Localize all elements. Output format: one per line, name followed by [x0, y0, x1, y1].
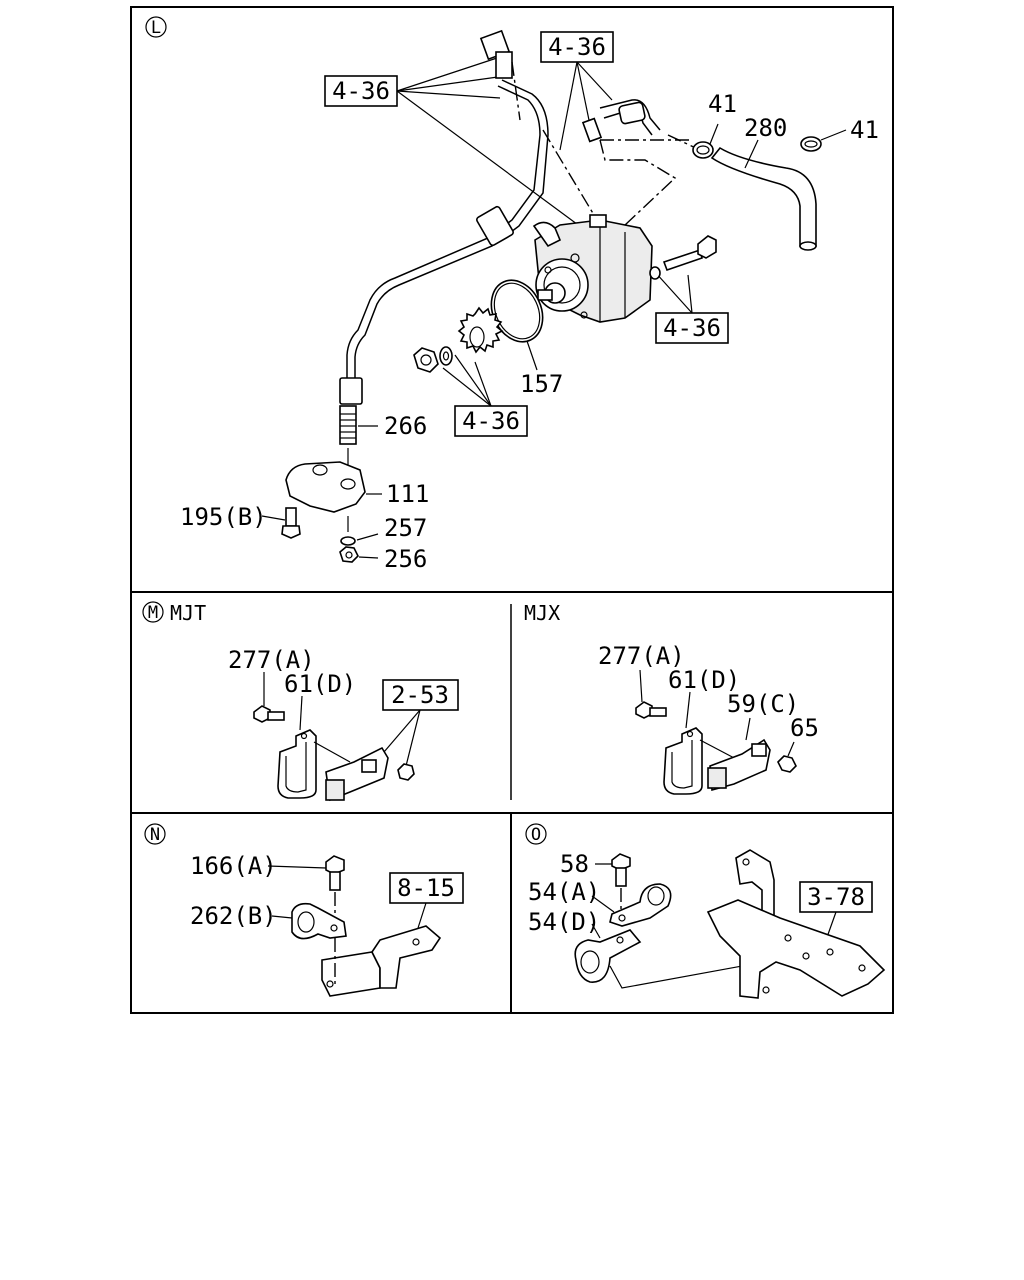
clip-54a: [591, 883, 672, 927]
panel-n: N 166(A) 262(B) 8-15: [144, 823, 464, 997]
diagram-frame: [130, 6, 894, 1014]
ref-label-top: 4-36: [548, 33, 606, 61]
label-61d-mjt: 61(D): [284, 670, 356, 698]
gear-washer: [439, 346, 453, 366]
ref-box-right: 4-36: [655, 312, 729, 344]
bolt-195b: 195(B): [180, 503, 301, 539]
ref-leaders: [396, 57, 693, 407]
label-59c: 59(C): [727, 690, 799, 718]
ref-box-top: 4-36: [540, 31, 614, 63]
washer-257: 257: [340, 514, 427, 546]
panel-l: L 4-36 4-36 4-36 4-36: [145, 16, 879, 573]
panel-o-letter: O: [531, 825, 541, 845]
bolt-277a-mjt: [253, 672, 285, 723]
ref-label-2-53: 2-53: [391, 681, 449, 709]
nut-65: [777, 741, 797, 773]
label-166a: 166(A): [190, 852, 277, 880]
label-257: 257: [384, 514, 427, 542]
bracket-mjt: [325, 746, 415, 802]
clamp-41-top: 41: [692, 90, 737, 159]
hose-280: 280: [710, 114, 817, 251]
label-54d: 54(D): [528, 908, 600, 936]
bracket-3-78: [706, 849, 886, 999]
assembly-dash-lines: [511, 61, 701, 226]
panel-m-mjx: MJX 277(A) 61(D) 59(C) 65: [524, 601, 819, 795]
bolt-58: [595, 853, 631, 912]
ref-label-bottom: 4-36: [462, 407, 520, 435]
label-58: 58: [560, 850, 589, 878]
label-65: 65: [790, 714, 819, 742]
injection-pump: [532, 214, 653, 323]
bracket-8-15: [321, 925, 442, 997]
drive-gear: [457, 306, 504, 354]
bolt-277a-mjx: [635, 669, 667, 719]
label-256: 256: [384, 545, 427, 573]
panel-n-marker: N: [144, 823, 166, 845]
label-41-right: 41: [850, 116, 879, 144]
clip-leader-line: [609, 961, 765, 989]
ref-box-bottom: 4-36: [454, 405, 528, 437]
label-266: 266: [384, 412, 427, 440]
panel-m-marker: M: [142, 601, 164, 623]
return-pipe: [581, 99, 661, 143]
bolt-166a: [267, 855, 345, 920]
panel-o-marker: O: [525, 823, 547, 845]
ref-box-8-15: 8-15: [389, 872, 464, 929]
panel-n-letter: N: [150, 825, 160, 845]
fuel-pipe: [339, 29, 549, 405]
label-280: 280: [744, 114, 787, 142]
label-277a-mjx: 277(A): [598, 642, 685, 670]
label-61d-mjx: 61(D): [668, 666, 740, 694]
clamp-41-right: 41: [800, 116, 879, 152]
label-54a: 54(A): [528, 878, 600, 906]
nut-256: 256: [339, 545, 427, 573]
panel-o: O 58 54(A) 54(D) 3-78: [525, 823, 886, 999]
panel-m-variant-mjt: MJT: [170, 601, 206, 625]
panel-l-marker: L: [145, 16, 167, 38]
clip-54d: [574, 923, 642, 983]
label-157: 157: [520, 370, 563, 398]
bracket-59c: [707, 717, 771, 792]
pump-stud: [649, 235, 717, 280]
label-262b: 262(B): [190, 902, 277, 930]
gear-nut: [413, 347, 439, 373]
bracket-111: 111: [285, 461, 429, 513]
label-195b: 195(B): [180, 503, 267, 531]
panel-l-letter: L: [151, 18, 161, 38]
label-41-top: 41: [708, 90, 737, 118]
ref-label-right: 4-36: [663, 314, 721, 342]
clip-61d-mjt: [277, 729, 351, 799]
ref-box-left: 4-36: [324, 75, 398, 107]
clip-262b: [271, 902, 347, 940]
clip-61d-mjx: [663, 727, 739, 795]
ref-box-3-78: 3-78: [799, 881, 873, 941]
pipe-bracket: [476, 205, 514, 247]
pipe-bolt-top: [495, 51, 513, 79]
union-266: 266: [339, 405, 427, 466]
ref-label-left: 4-36: [332, 77, 390, 105]
pipe-nut: [339, 377, 363, 405]
panel-m-mjt: M MJT 277(A) 61(D) 2-53: [142, 601, 459, 802]
label-111: 111: [386, 480, 429, 508]
panel-m-variant-mjx: MJX: [524, 601, 560, 625]
ref-box-2-53: 2-53: [382, 679, 459, 767]
panel-m-letter: M: [148, 603, 158, 623]
ref-label-8-15: 8-15: [397, 874, 455, 902]
ref-label-3-78: 3-78: [807, 883, 865, 911]
label-277a-mjt: 277(A): [228, 646, 315, 674]
